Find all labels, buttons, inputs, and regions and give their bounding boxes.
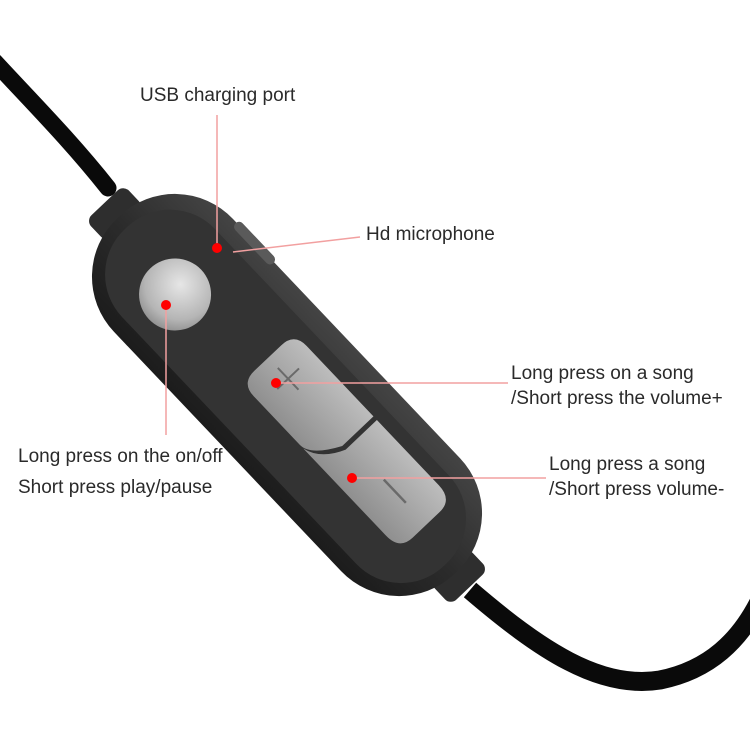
- cable-top: [0, 55, 117, 197]
- minus-icon: [382, 478, 407, 504]
- microphone-label: Hd microphone: [366, 224, 495, 245]
- volume-down-callout-dot: [347, 473, 357, 483]
- volume-up-label-line1: Long press on a song: [511, 363, 694, 384]
- volume-up-callout-dot: [271, 378, 281, 388]
- volume-down-button: [303, 419, 446, 544]
- play-callout-dot: [161, 300, 171, 310]
- volume-up-button: [247, 339, 374, 451]
- mic-callout-dot: [212, 243, 222, 253]
- play-pause-button: [139, 258, 212, 331]
- volume-down-label-line1: Long press a song: [549, 454, 706, 475]
- play-pause-label-line1: Long press on the on/off: [18, 446, 223, 467]
- volume-down-label-line2: /Short press volume-: [549, 479, 725, 500]
- volume-down-label: Long press a song /Short press volume-: [549, 452, 724, 502]
- plus-icon-v: [276, 367, 300, 390]
- play-pause-label: Long press on the on/off Short press pla…: [18, 441, 223, 503]
- strain-relief-bottom: [433, 550, 485, 602]
- play-pause-label-line2: Short press play/pause: [18, 477, 213, 498]
- mic-callout-line: [232, 236, 361, 253]
- usb-port-label: USB charging port: [140, 85, 296, 106]
- volume-up-label: Long press on a song /Short press the vo…: [511, 361, 723, 411]
- strain-relief-top: [89, 188, 141, 240]
- volume-rocker: [247, 339, 446, 544]
- cable-bottom: [463, 582, 750, 691]
- volume-up-label-line2: /Short press the volume+: [511, 388, 723, 409]
- inline-remote: [89, 188, 485, 602]
- microphone-slot: [234, 221, 276, 265]
